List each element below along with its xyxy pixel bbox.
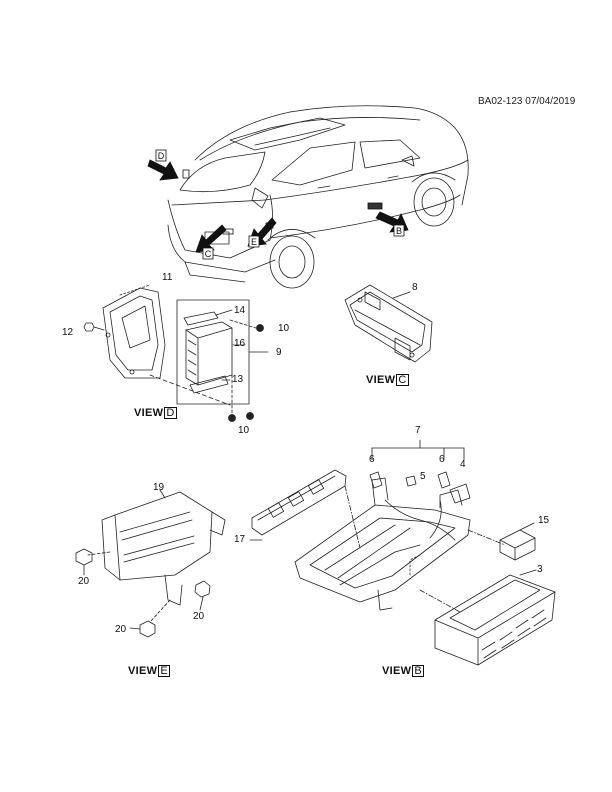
view-d-prefix: VIEW [134, 407, 164, 419]
arrow-letter-e: E [251, 237, 257, 247]
view-d-letter: D [164, 407, 177, 419]
callout-19: 19 [153, 482, 165, 493]
view-c-assembly [344, 284, 433, 363]
callout-13: 13 [232, 374, 244, 385]
view-e-letter: E [158, 665, 170, 677]
arrow-letter-b: B [396, 226, 402, 236]
callout-8: 8 [412, 282, 418, 293]
callout-20-bottom: 20 [115, 624, 127, 635]
arrow-letter-d: D [158, 151, 165, 161]
view-c-prefix: VIEW [366, 374, 396, 386]
callout-4: 4 [460, 459, 466, 470]
callout-15: 15 [538, 515, 550, 526]
callout-6-left: 6 [369, 454, 375, 465]
callout-12: 12 [62, 327, 74, 338]
callout-10-lower: 10 [238, 425, 250, 436]
arrow-letter-c: C [205, 249, 212, 259]
callout-16: 16 [234, 338, 246, 349]
callout-7: 7 [415, 425, 421, 436]
view-b-prefix: VIEW [382, 665, 412, 677]
callout-3: 3 [537, 564, 543, 575]
view-c-letter: C [396, 374, 409, 386]
view-b-assembly [249, 439, 556, 666]
callout-14: 14 [234, 305, 246, 316]
callout-10-upper: 10 [278, 323, 290, 334]
view-d-assembly [83, 284, 269, 422]
callout-9: 9 [276, 347, 282, 358]
arrow-letters: D C E B [158, 151, 402, 259]
arrow-d [147, 159, 179, 181]
document-reference: BA02-123 07/04/2019 [478, 96, 576, 107]
callout-17: 17 [234, 534, 246, 545]
callout-20-right: 20 [193, 611, 205, 622]
callout-11: 11 [162, 272, 173, 283]
vehicle-illustration [167, 105, 469, 289]
locator-arrows [147, 159, 409, 253]
view-e-prefix: VIEW [128, 665, 158, 677]
arrow-letter-boxes [155, 149, 405, 260]
callout-6-right: 6 [439, 454, 445, 465]
view-e-assembly [75, 489, 226, 638]
callout-20-left: 20 [78, 576, 90, 587]
view-b-letter: B [412, 665, 424, 677]
callout-5: 5 [420, 471, 426, 482]
